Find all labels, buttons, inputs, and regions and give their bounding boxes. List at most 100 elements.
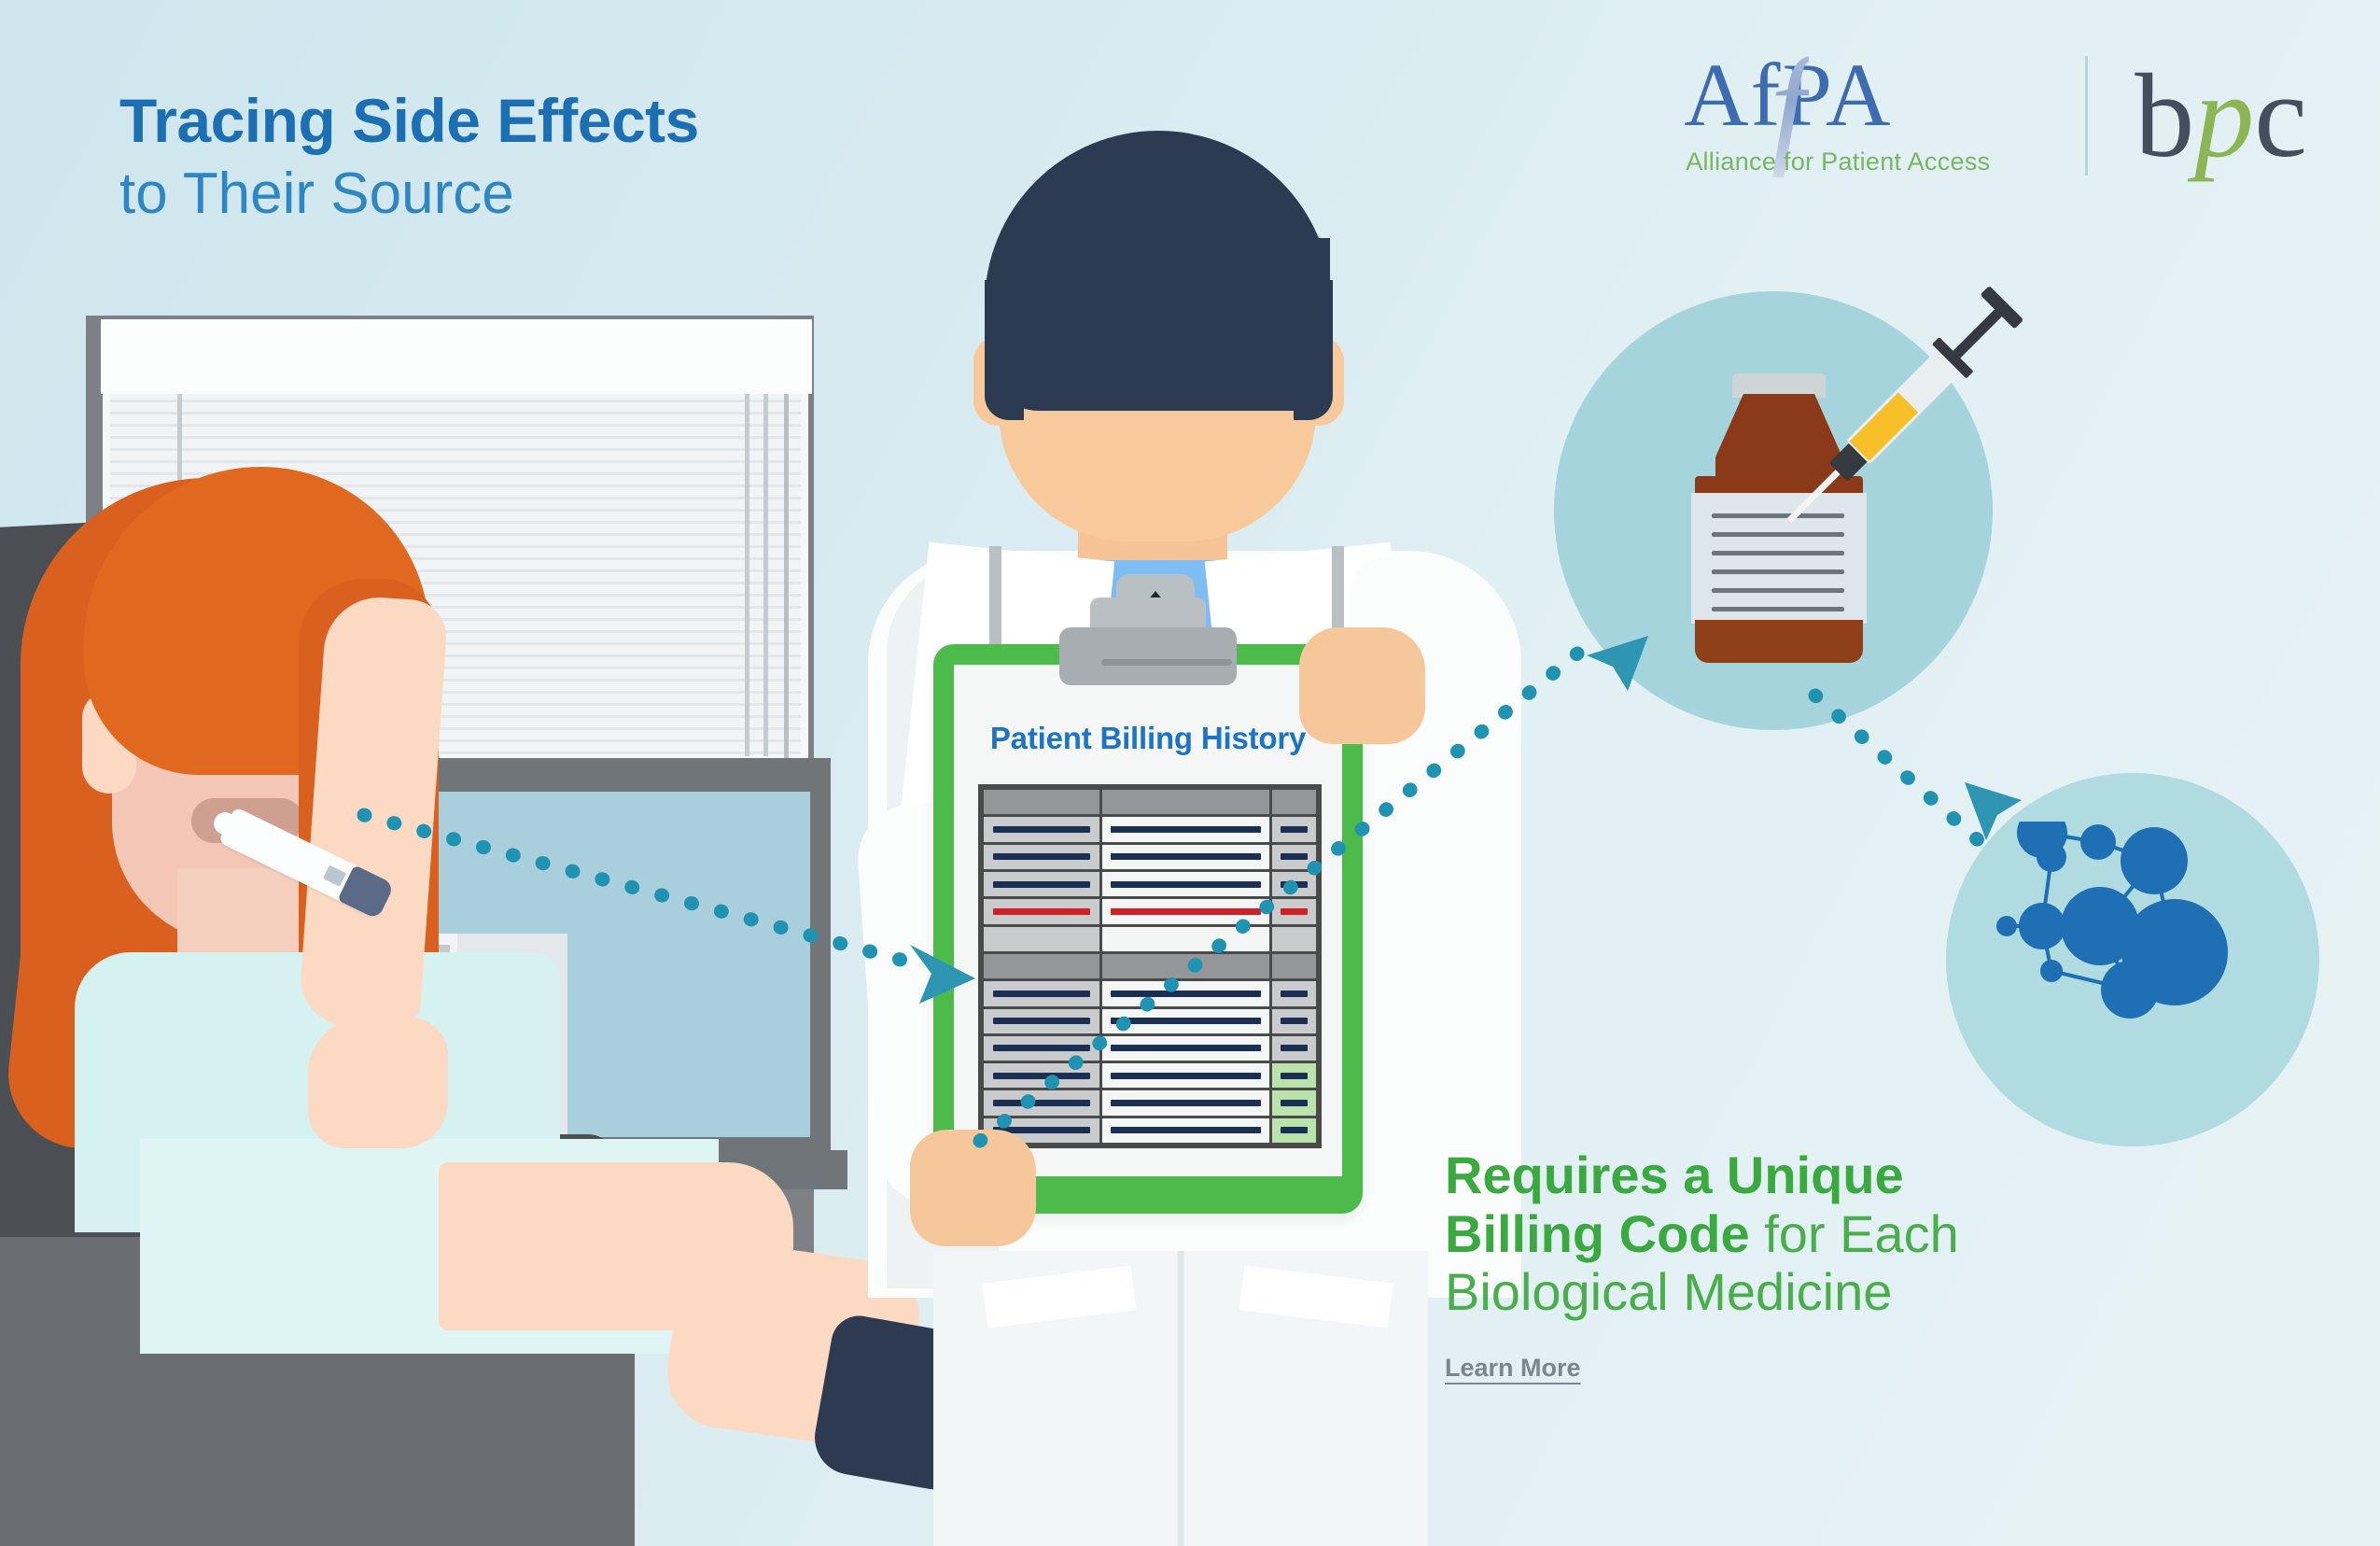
bpc-letter-p: p	[2194, 49, 2255, 182]
table-cell-line	[1110, 853, 1262, 861]
table-cell-line	[1110, 990, 1262, 997]
bottle-base	[1695, 620, 1863, 663]
table-cell	[1102, 817, 1269, 842]
clipboard-clip-line	[1101, 659, 1232, 666]
callout-line2-rest: for Each	[1749, 1203, 1959, 1263]
table-cell-line	[992, 1045, 1091, 1052]
logo-group: AfPA f Alliance for Patient Access bpc	[1684, 37, 2307, 181]
table-row	[984, 1063, 1316, 1089]
table-cell-line	[1110, 1018, 1262, 1025]
table-cell-line	[1280, 990, 1309, 997]
table-cell	[1272, 817, 1316, 842]
table-row	[984, 1117, 1316, 1144]
table-cell	[1272, 844, 1316, 869]
bpc-letter-b: b	[2135, 49, 2195, 182]
table-cell	[1102, 1063, 1269, 1089]
table-cell	[1272, 926, 1316, 951]
table-cell	[984, 1063, 1099, 1089]
table-cell-line	[1280, 853, 1309, 861]
table-cell-line	[1110, 1072, 1262, 1079]
afpa-tagline: Alliance for Patient Access	[1686, 148, 1991, 176]
table-cell-line	[992, 990, 1091, 997]
doctor-sideburn-right	[1294, 280, 1333, 420]
callout-line2: Billing Code for Each	[1445, 1203, 2285, 1264]
learn-more-link[interactable]: Learn More	[1445, 1354, 1581, 1383]
table-cell	[1102, 790, 1269, 815]
bottle-label	[1691, 493, 1867, 624]
blind-cord-right-1	[745, 390, 749, 756]
table-cell	[984, 1008, 1099, 1033]
table-cell	[1272, 1008, 1316, 1033]
callout-text: Requires a Unique Billing Code for Each …	[1445, 1145, 2285, 1383]
table-cell-line	[1110, 1045, 1262, 1052]
patient-hand	[308, 1018, 448, 1148]
table-cell	[1102, 981, 1269, 1006]
table-cell-line	[1280, 1045, 1309, 1052]
table-cell	[1272, 1117, 1316, 1144]
table-cell-line	[1280, 1100, 1309, 1107]
table-cell-line	[992, 825, 1091, 833]
table-row	[984, 871, 1316, 897]
logo-divider	[2085, 56, 2089, 176]
table-cell	[984, 899, 1099, 924]
table-cell-line	[1110, 907, 1262, 915]
afpa-wordmark: AfPA	[1684, 50, 1892, 140]
table-cell-line	[1110, 1100, 1262, 1107]
table-cell-line	[1110, 880, 1262, 888]
blind-cord-right-2	[763, 390, 768, 756]
table-cell	[984, 1035, 1099, 1061]
table-cell-line	[992, 907, 1091, 915]
table-cell	[1102, 871, 1269, 897]
table-cell	[984, 1090, 1099, 1116]
afpa-f-swash-icon: f	[1770, 30, 1809, 185]
table-cell-line	[1280, 825, 1309, 833]
bottle-cap	[1732, 373, 1826, 398]
doctor-hand-upper	[1299, 627, 1425, 744]
thermometer-display	[322, 864, 346, 887]
table-cell-line	[1280, 907, 1309, 915]
table-cell	[1102, 1117, 1269, 1144]
table-cell	[1102, 953, 1269, 979]
headline: Tracing Side Effects to Their Source	[119, 90, 699, 227]
table-row	[984, 1035, 1316, 1061]
table-row	[984, 926, 1316, 951]
table-cell-line	[1110, 1127, 1262, 1134]
table-row	[984, 790, 1316, 815]
table-row	[984, 817, 1316, 842]
table-cell	[1272, 1063, 1316, 1089]
table-cell-line	[1280, 1018, 1309, 1025]
table-cell	[984, 926, 1099, 951]
table-cell	[1272, 871, 1316, 897]
table-cell	[1272, 981, 1316, 1006]
table-cell	[1272, 953, 1316, 979]
table-cell	[984, 981, 1099, 1006]
table-cell	[1102, 926, 1269, 951]
table-cell-line	[1280, 1072, 1309, 1079]
bpc-logo[interactable]: bpc	[2135, 56, 2307, 176]
medicine-bottle-icon	[1686, 373, 1869, 663]
doctor-sideburn-left	[985, 280, 1024, 420]
window-header	[101, 319, 812, 394]
table-cell-line	[992, 1100, 1091, 1107]
table-cell	[1102, 844, 1269, 869]
table-cell-line	[1110, 825, 1262, 833]
table-row	[984, 1008, 1316, 1033]
blind-cord-right-3	[784, 390, 789, 857]
table-cell-line	[992, 880, 1091, 888]
bpc-letter-c: c	[2254, 49, 2307, 182]
table-cell	[1102, 1090, 1269, 1116]
headline-line2: to Their Source	[119, 162, 514, 226]
syringe-icon	[1786, 285, 2042, 581]
table-cell	[984, 953, 1099, 979]
table-cell	[1272, 1090, 1316, 1116]
billing-history-table	[978, 784, 1322, 1148]
table-cell-line	[992, 853, 1091, 861]
callout-line3: Biological Medicine	[1445, 1262, 1893, 1322]
table-row	[984, 844, 1316, 869]
table-cell	[984, 790, 1099, 815]
table-row	[984, 899, 1316, 924]
table-cell	[1272, 1035, 1316, 1061]
afpa-logo[interactable]: AfPA f Alliance for Patient Access	[1684, 37, 2038, 181]
table-row	[984, 1090, 1316, 1116]
